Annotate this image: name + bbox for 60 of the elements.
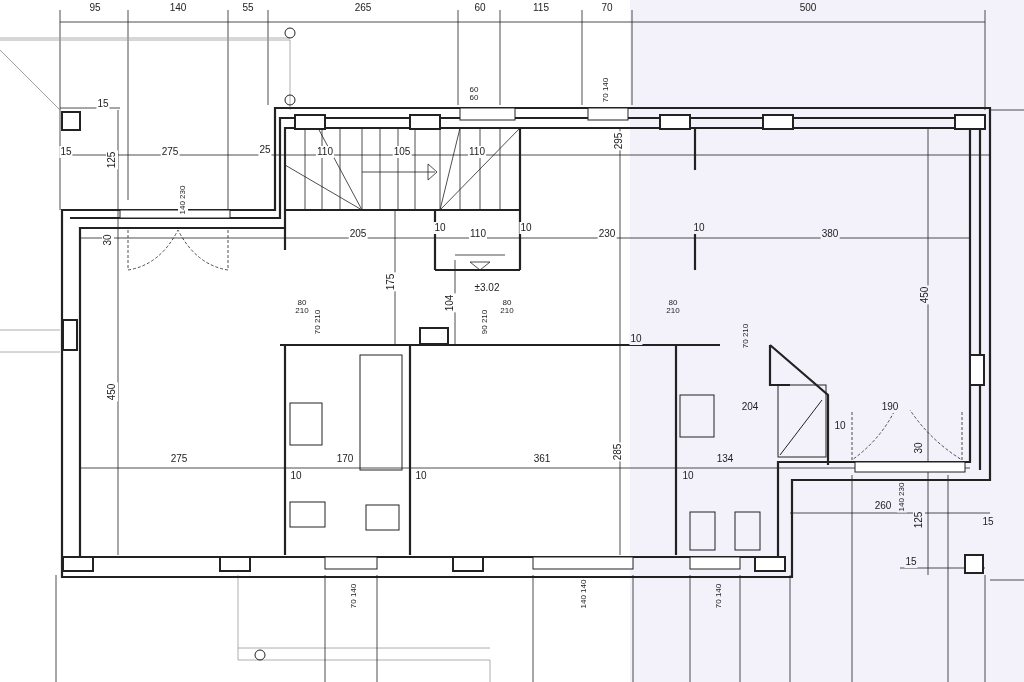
dimension-label: 15	[981, 516, 995, 528]
dimension-label: 60	[473, 2, 487, 14]
dimension-label: 170	[335, 453, 355, 465]
opening-size-label: 80 210	[499, 298, 515, 316]
dimension-label: 450	[106, 382, 118, 402]
opening-size-label: 70 140	[349, 582, 359, 610]
opening-size-label: 140 230	[178, 184, 188, 216]
dimension-label: 285	[612, 442, 624, 462]
opening-size-label: 60 60	[468, 85, 480, 103]
dimension-label: 361	[532, 453, 552, 465]
dimension-label: 110	[468, 146, 486, 158]
dimension-label: 125	[913, 510, 925, 530]
opening-size-label: 140 140	[579, 578, 589, 610]
dimension-label: 10	[289, 470, 303, 482]
dimension-label: 295	[613, 131, 625, 151]
dimension-label: 275	[169, 453, 189, 465]
opening-size-label: 70 210	[313, 308, 323, 336]
dimension-label: 205	[348, 228, 368, 240]
opening-size-label: 70 140	[714, 582, 724, 610]
dimension-label: 260	[873, 500, 893, 512]
dimension-label: 10	[433, 222, 447, 234]
dimension-label: 15	[59, 146, 73, 158]
dimension-label: 10	[519, 222, 533, 234]
opening-size-label: 80 210	[665, 298, 681, 316]
dimension-label: 265	[353, 2, 373, 14]
dimension-label: 275	[160, 146, 180, 158]
dimension-label: 70	[600, 2, 614, 14]
dimension-label: 10	[833, 420, 847, 432]
dimension-label: 500	[798, 2, 818, 14]
dimension-label: 115	[532, 2, 550, 14]
dimension-label: 204	[740, 401, 760, 413]
dimension-label: 230	[597, 228, 617, 240]
dimension-label: 55	[241, 2, 255, 14]
dimension-label: 25	[258, 144, 272, 156]
dimension-label: 15	[96, 98, 110, 110]
opening-size-label: 140 230	[897, 481, 907, 513]
opening-size-label: 80 210	[294, 298, 310, 316]
dimension-label: 125	[106, 150, 118, 170]
dimension-label: 175	[385, 272, 397, 292]
dimension-label: 30	[913, 441, 925, 455]
dimension-label: 104	[444, 293, 456, 313]
opening-size-label: 70 210	[741, 322, 751, 350]
dimension-label: 10	[629, 333, 643, 345]
dimension-label: 105	[392, 146, 412, 158]
opening-size-label: 90 210	[480, 308, 490, 336]
level-label: ±3.02	[473, 282, 501, 294]
dimension-label: 30	[102, 233, 114, 247]
dimension-label: 95	[88, 2, 102, 14]
dimension-label: 450	[919, 285, 931, 305]
dimension-label: 140	[168, 2, 188, 14]
dimension-label: 110	[316, 146, 334, 158]
dimension-label: 10	[414, 470, 428, 482]
opening-size-label: 70 140	[601, 76, 611, 104]
dimension-label: 10	[692, 222, 706, 234]
dimension-label: 110	[469, 228, 487, 240]
dimension-label: 10	[681, 470, 695, 482]
dimension-label: 380	[820, 228, 840, 240]
dimension-label: 190	[880, 401, 900, 413]
dimension-label: 15	[904, 556, 918, 568]
dimension-label: 134	[715, 453, 735, 465]
